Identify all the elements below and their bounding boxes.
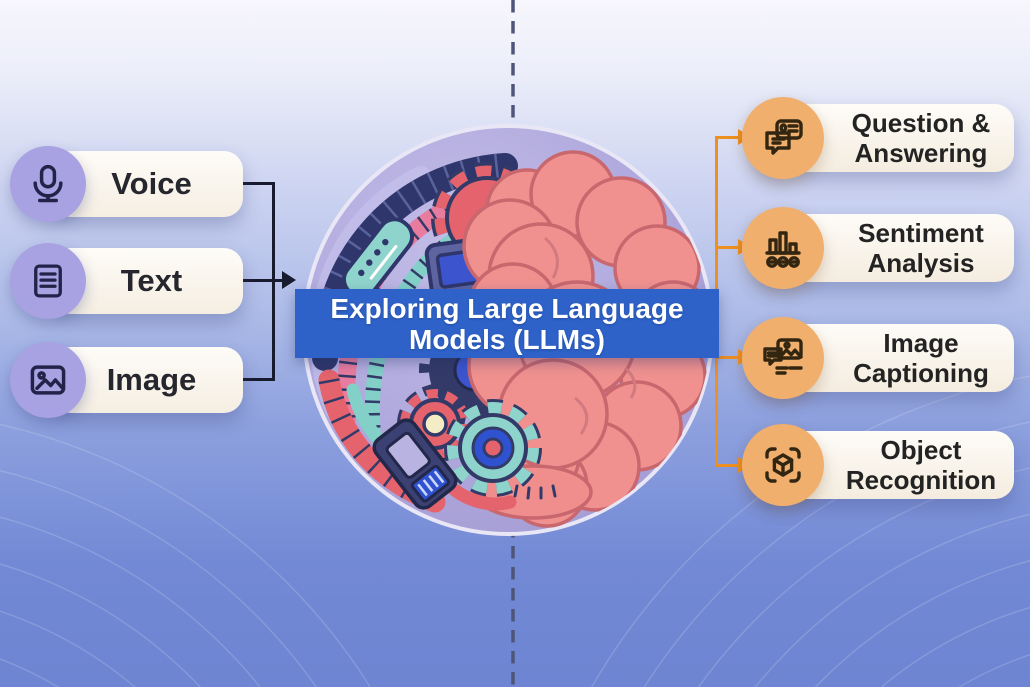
output-pill-sentiment-analysis: Sentiment Analysis bbox=[742, 207, 1014, 289]
input-label: Image bbox=[106, 362, 197, 397]
input-arrowhead-icon bbox=[282, 271, 296, 289]
memory-chip bbox=[372, 418, 458, 510]
output-pill-object-recognition: Object Recognition bbox=[742, 424, 1014, 506]
text-badge bbox=[10, 243, 86, 319]
image-captioning-badge bbox=[742, 317, 824, 399]
output-label: Image Captioning bbox=[853, 328, 989, 388]
output-label: Question & Answering bbox=[851, 108, 991, 168]
object-scan-cube-icon bbox=[765, 447, 801, 483]
image-badge bbox=[10, 342, 86, 418]
title-line-1: Exploring Large Language bbox=[330, 292, 684, 324]
input-connector-arrow-line bbox=[240, 279, 284, 282]
output-pill-image-captioning: Image Captioning bbox=[742, 317, 1014, 399]
microphone-icon bbox=[33, 164, 63, 203]
title-line-2: Models (LLMs) bbox=[409, 323, 605, 355]
output-pill-question-answering: Question & Answering bbox=[742, 97, 1014, 179]
input-pill-image: Image bbox=[10, 342, 243, 418]
input-connector-stub-voice bbox=[240, 182, 275, 185]
sentiment-analysis-badge bbox=[742, 207, 824, 289]
voice-badge bbox=[10, 146, 86, 222]
chat-qa-icon bbox=[765, 119, 803, 155]
output-arrow-line-4 bbox=[715, 464, 740, 467]
output-arrow-line-3 bbox=[715, 356, 740, 359]
input-label: Voice bbox=[111, 166, 192, 201]
output-label: Object Recognition bbox=[845, 435, 997, 495]
sentiment-bars-icon bbox=[765, 231, 801, 268]
image-photo-icon bbox=[30, 365, 66, 395]
output-label: Sentiment Analysis bbox=[858, 218, 984, 278]
output-arrow-line-2 bbox=[715, 246, 740, 249]
text-lines-icon bbox=[34, 264, 62, 298]
teal-gear bbox=[444, 399, 542, 497]
input-connector-stub-image bbox=[240, 378, 275, 381]
image-caption-icon bbox=[763, 338, 803, 375]
input-label: Text bbox=[120, 263, 183, 298]
mechanical-foreground bbox=[372, 386, 593, 520]
input-pill-voice: Voice bbox=[10, 146, 243, 222]
title-banner: Exploring Large Language Models (LLMs) bbox=[295, 289, 719, 358]
question-answering-badge bbox=[742, 97, 824, 179]
input-pill-text: Text bbox=[10, 243, 243, 319]
object-recognition-badge bbox=[742, 424, 824, 506]
output-arrow-line-1 bbox=[715, 136, 740, 139]
